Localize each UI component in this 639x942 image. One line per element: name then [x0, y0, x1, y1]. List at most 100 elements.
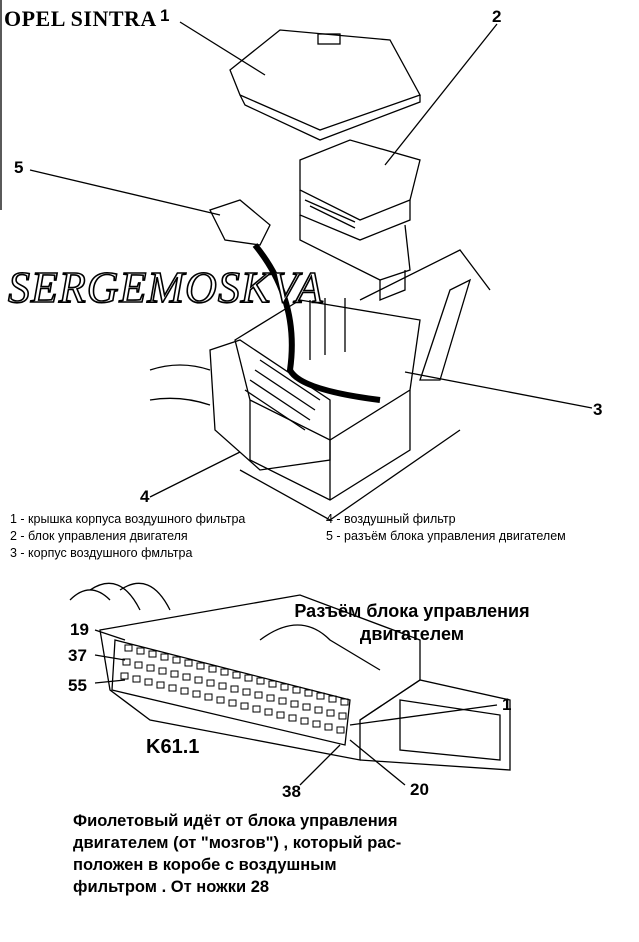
ecu-unit: [299, 139, 421, 221]
connector-pin: [206, 679, 215, 687]
pin-label-20: 20: [410, 780, 429, 799]
legend-right: 4 - воздушный фильтр 5 - разъём блока уп…: [326, 511, 566, 545]
connector-pin: [170, 670, 179, 678]
wiring-harness: [252, 243, 381, 403]
connector-pin: [244, 674, 253, 682]
intake-hose: [149, 364, 211, 406]
air-filter: [209, 339, 331, 471]
connector-pin: [228, 699, 237, 707]
connector-pin: [192, 690, 201, 698]
leader-3: [404, 371, 593, 409]
connector-pin: [278, 697, 287, 705]
callout-5: 5: [14, 158, 24, 177]
connector-pin: [290, 700, 299, 708]
leader-2: [384, 23, 498, 166]
connector-pin: [204, 693, 213, 701]
leader-5: [29, 169, 221, 216]
legend-item: 5 - разъём блока управления двигателем: [326, 529, 566, 543]
connector-label: K61.1: [146, 736, 200, 758]
callout-2: 2: [492, 7, 502, 26]
note-text: Фиолетовый идёт от блока управления двиг…: [73, 810, 401, 898]
brand-title: OPEL SINTRA: [4, 6, 157, 31]
connector-pin: [326, 709, 335, 717]
connector-pin: [134, 661, 143, 669]
connector-pin: [220, 668, 229, 676]
connector-pin: [216, 696, 225, 704]
connector-pin: [316, 692, 325, 700]
connector-pin: [300, 717, 309, 725]
connector-pin: [172, 656, 181, 664]
connector-pin: [218, 682, 227, 690]
note-line: положен в коробе с воздушным: [73, 856, 337, 874]
legend-left: 1 - крышка корпуса воздушного фильтра 2 …: [10, 511, 245, 562]
connector-pin: [196, 662, 205, 670]
connector-pin: [288, 714, 297, 722]
connector-pin: [160, 653, 169, 661]
connector-pin: [256, 677, 265, 685]
connector-pin: [264, 708, 273, 716]
airbox-cover-edge: [239, 94, 421, 141]
airbox-cover: [229, 29, 421, 131]
connector-pin: [168, 684, 177, 692]
connector-pin: [302, 703, 311, 711]
pin-label-37: 37: [68, 646, 87, 665]
connector-pin: [194, 676, 203, 684]
pin-field: [111, 639, 351, 746]
connector-pin: [136, 647, 145, 655]
callout-4: 4: [140, 487, 150, 506]
legend-item: 3 - корпус воздушного фмльтра: [10, 546, 193, 560]
connector-pin: [232, 671, 241, 679]
connector-pin: [230, 685, 239, 693]
pin-label-19: 19: [70, 620, 89, 639]
airbox-body: [234, 299, 421, 441]
cover-tab: [317, 33, 341, 45]
connector-pin: [240, 702, 249, 710]
connector-pin: [180, 687, 189, 695]
note-line: Фиолетовый идёт от блока управления: [73, 812, 398, 830]
connector-pin: [158, 667, 167, 675]
note-line: двигателем (от "мозгов") , который рас-: [73, 834, 402, 852]
connector-pin: [314, 706, 323, 714]
connector-pin: [144, 678, 153, 686]
connector-pin: [266, 694, 275, 702]
connector-pin: [182, 673, 191, 681]
legend-item: 4 - воздушный фильтр: [326, 512, 456, 526]
ecu-connector: [209, 199, 271, 246]
leader-1: [179, 21, 266, 76]
connector-title-line: двигателем: [359, 624, 465, 644]
connector-pin: [132, 675, 141, 683]
connector-pin: [122, 658, 131, 666]
connector-pin: [208, 665, 217, 673]
leader-4: [149, 451, 241, 498]
pin-grid: [120, 644, 349, 734]
connector-title: Разъём блока управления двигателем: [262, 600, 562, 646]
watermark: SERGEMOSKVA: [7, 262, 324, 313]
legend-item: 2 - блок управления двигателя: [10, 529, 188, 543]
pin-label-1: 1: [502, 695, 512, 714]
legend-item: 1 - крышка корпуса воздушного фильтра: [10, 512, 246, 526]
connector-pin: [268, 680, 277, 688]
note-line: фильтром . От ножки 28: [73, 878, 270, 896]
connector-pin: [304, 689, 313, 697]
connector-pin: [184, 659, 193, 667]
connector-pin: [276, 711, 285, 719]
connector-title-line: Разъём блока управления: [294, 601, 530, 621]
connector-pin: [312, 720, 321, 728]
connector-pin: [124, 644, 133, 652]
connector-pin: [328, 695, 337, 703]
connector-pin: [280, 683, 289, 691]
connector-pin: [242, 688, 251, 696]
connector-pin: [254, 691, 263, 699]
connector-pin: [148, 650, 157, 658]
connector-pin: [156, 681, 165, 689]
callout-1: 1: [160, 6, 170, 25]
pin-label-55: 55: [68, 676, 87, 695]
pin-label-38: 38: [282, 782, 301, 801]
connector-pin: [120, 672, 129, 680]
connector-pin: [336, 726, 345, 734]
connector-pin: [324, 723, 333, 731]
connector-pin: [146, 664, 155, 672]
connector-pin: [338, 712, 347, 720]
connector-pin: [252, 705, 261, 713]
